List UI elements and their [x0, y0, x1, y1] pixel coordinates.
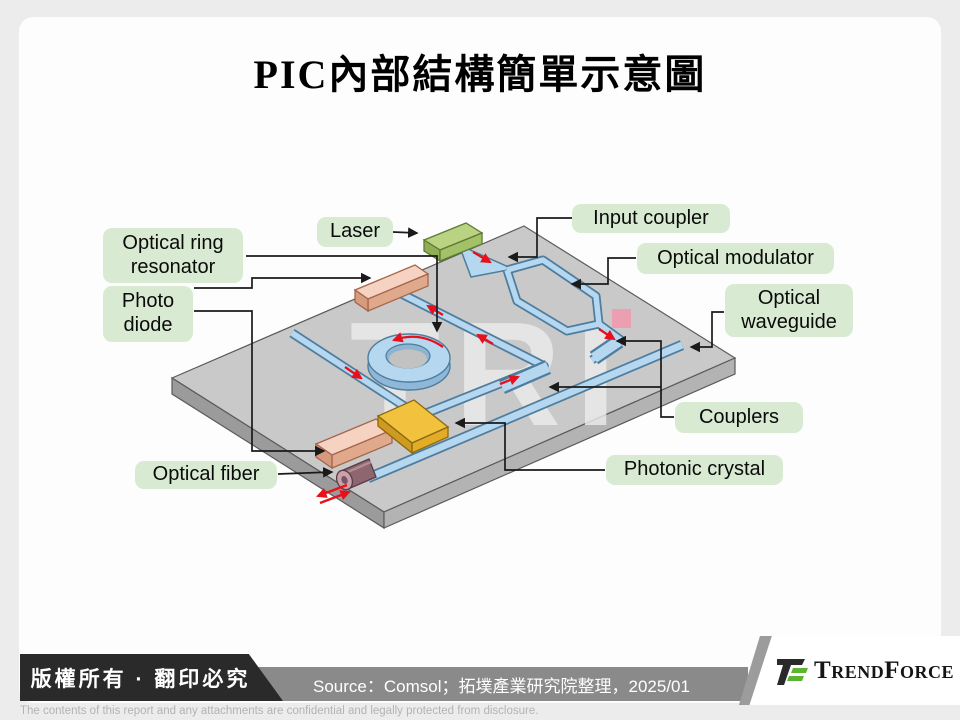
optical-modulator-3d: [457, 243, 626, 365]
brand-area: TrendForce: [749, 636, 960, 705]
trendforce-logo: TrendForce: [775, 655, 954, 687]
pointer-photodiode-top: [194, 272, 372, 289]
label-optical-ring-resonator: Optical ring resonator: [103, 228, 243, 283]
pointer-input-coupler: [507, 217, 572, 263]
source-text: Source：Comsol；拓墣產業研究院整理，2025/01: [313, 676, 690, 696]
pointer-laser: [392, 227, 419, 238]
laser-3d: [422, 222, 484, 263]
pointer-photonic-crystal: [454, 417, 605, 471]
label-optical-waveguide: Optical waveguide: [725, 284, 853, 337]
watermark-pink-square: [612, 309, 631, 328]
label-line: Optical modulator: [657, 246, 814, 269]
pointer-photodiode-bottom: [194, 310, 326, 457]
label-line: waveguide: [741, 310, 837, 333]
label-photo-diode: Photo diode: [103, 286, 193, 342]
label-couplers: Couplers: [675, 402, 803, 433]
fiber-out-arrow: [316, 483, 348, 498]
page-title: PIC內部結構簡單示意圖: [253, 52, 707, 97]
optical-fiber-3d: [335, 458, 377, 491]
label-line: Optical: [757, 286, 821, 309]
label-input-coupler: Input coupler: [572, 204, 730, 233]
label-line: Optical fiber: [152, 463, 260, 486]
label-line: Photo: [121, 290, 175, 313]
pointer-optical-waveguide: [689, 311, 724, 353]
trendforce-mark-icon: [777, 658, 809, 685]
label-optical-modulator: Optical modulator: [637, 243, 834, 274]
label-photonic-crystal: Photonic crystal: [606, 455, 783, 485]
label-line: Laser: [329, 220, 381, 243]
light-direction-arrows: [316, 251, 616, 505]
trendforce-wordmark: TrendForce: [814, 656, 954, 684]
label-line: Optical ring: [122, 231, 224, 254]
copyright-text: 版權所有 · 翻印必究: [30, 667, 251, 691]
ring-circulation-arrow: [392, 332, 444, 348]
photodiode-top-3d: [353, 264, 430, 313]
source-bar: Source：Comsol；拓墣產業研究院整理，2025/01: [255, 667, 748, 701]
label-line: diode: [123, 314, 173, 336]
ring-resonator-3d: [367, 333, 451, 391]
copyright-banner: 版權所有 · 翻印必究: [20, 654, 283, 701]
pointer-ring-resonator: [246, 255, 443, 333]
label-pointer-lines: [194, 217, 724, 478]
label-line: Input coupler: [593, 206, 709, 229]
pointer-optical-modulator: [570, 257, 636, 290]
disclaimer-text: The contents of this report and any atta…: [20, 705, 539, 717]
label-line: resonator: [130, 255, 216, 278]
label-laser: Laser: [317, 217, 393, 247]
fiber-in-arrow: [319, 490, 351, 505]
photonic-crystal-3d: [376, 399, 450, 455]
label-line: Couplers: [698, 405, 780, 428]
label-optical-fiber: Optical fiber: [135, 461, 277, 489]
pointer-couplers-1: [615, 335, 674, 418]
pointer-optical-fiber: [277, 467, 334, 478]
label-line: Photonic crystal: [623, 458, 766, 481]
